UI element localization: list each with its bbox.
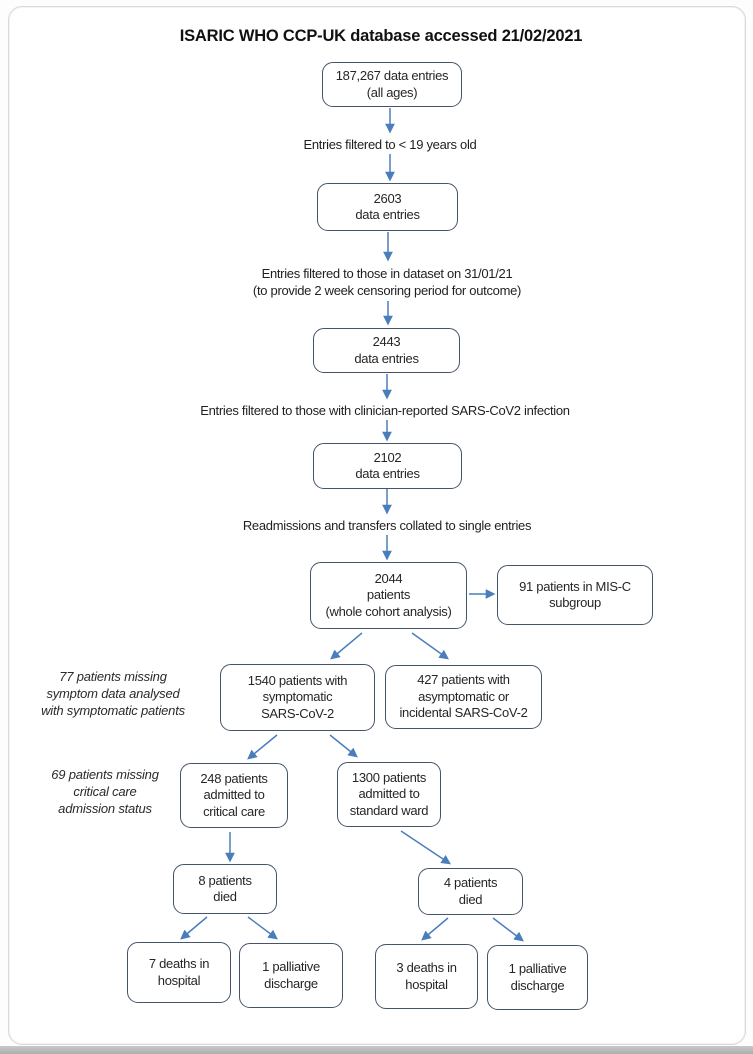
box-died-ward: 4 patients died: [418, 868, 523, 915]
box-standard-ward: 1300 patients admitted to standard ward: [337, 762, 441, 827]
arrow-died4-to-deaths3: [421, 917, 449, 941]
page-title: ISARIC WHO CCP-UK database accessed 21/0…: [179, 27, 583, 45]
bottom-edge-bar: [0, 1046, 753, 1054]
arrow-died4-to-palliative1: [492, 917, 524, 942]
arrow-ward-to-died: [400, 830, 452, 865]
box-2603-entries: 2603 data entries: [317, 183, 458, 231]
box-whole-cohort: 2044 patients (whole cohort analysis): [310, 562, 467, 629]
box-asymptomatic: 427 patients with asymptomatic or incide…: [385, 665, 542, 729]
label-dataset-filter: Entries filtered to those in dataset on …: [252, 266, 522, 298]
document-card: [8, 6, 746, 1045]
arrow-group: [180, 108, 524, 942]
note-critical-missing: 69 patients missing critical care admiss…: [51, 767, 159, 816]
box-palliative-critical: 1 palliative discharge: [239, 943, 343, 1008]
box-deaths-hospital-ward: 3 deaths in hospital: [375, 944, 478, 1009]
box-2102-entries: 2102 data entries: [313, 443, 462, 489]
arrow-symptomatic-to-ward: [329, 734, 358, 758]
arrow-symptomatic-to-critical: [247, 734, 278, 760]
box-deaths-hospital-critical: 7 deaths in hospital: [127, 942, 231, 1003]
box-critical-care: 248 patients admitted to critical care: [180, 763, 288, 828]
label-clinician-filter: Entries filtered to those with clinician…: [200, 403, 570, 418]
arrow-cohort-to-symptomatic: [330, 632, 363, 660]
label-readmissions: Readmissions and transfers collated to s…: [242, 518, 532, 533]
arrow-died8-to-deaths7: [180, 916, 208, 940]
box-2443-entries: 2443 data entries: [313, 328, 460, 373]
box-died-critical: 8 patients died: [173, 864, 277, 914]
arrow-cohort-to-asymptomatic: [411, 632, 449, 660]
arrow-died8-to-palliative1: [247, 916, 278, 940]
label-age-filter: Entries filtered to < 19 years old: [303, 137, 477, 152]
box-misc-subgroup: 91 patients in MIS-C subgroup: [497, 565, 653, 625]
box-symptomatic: 1540 patients with symptomatic SARS-CoV-…: [220, 664, 375, 731]
box-all-data-entries: 187,267 data entries (all ages): [322, 62, 462, 107]
note-symptom-missing: 77 patients missing symptom data analyse…: [41, 669, 185, 718]
box-palliative-ward: 1 palliative discharge: [487, 945, 588, 1010]
